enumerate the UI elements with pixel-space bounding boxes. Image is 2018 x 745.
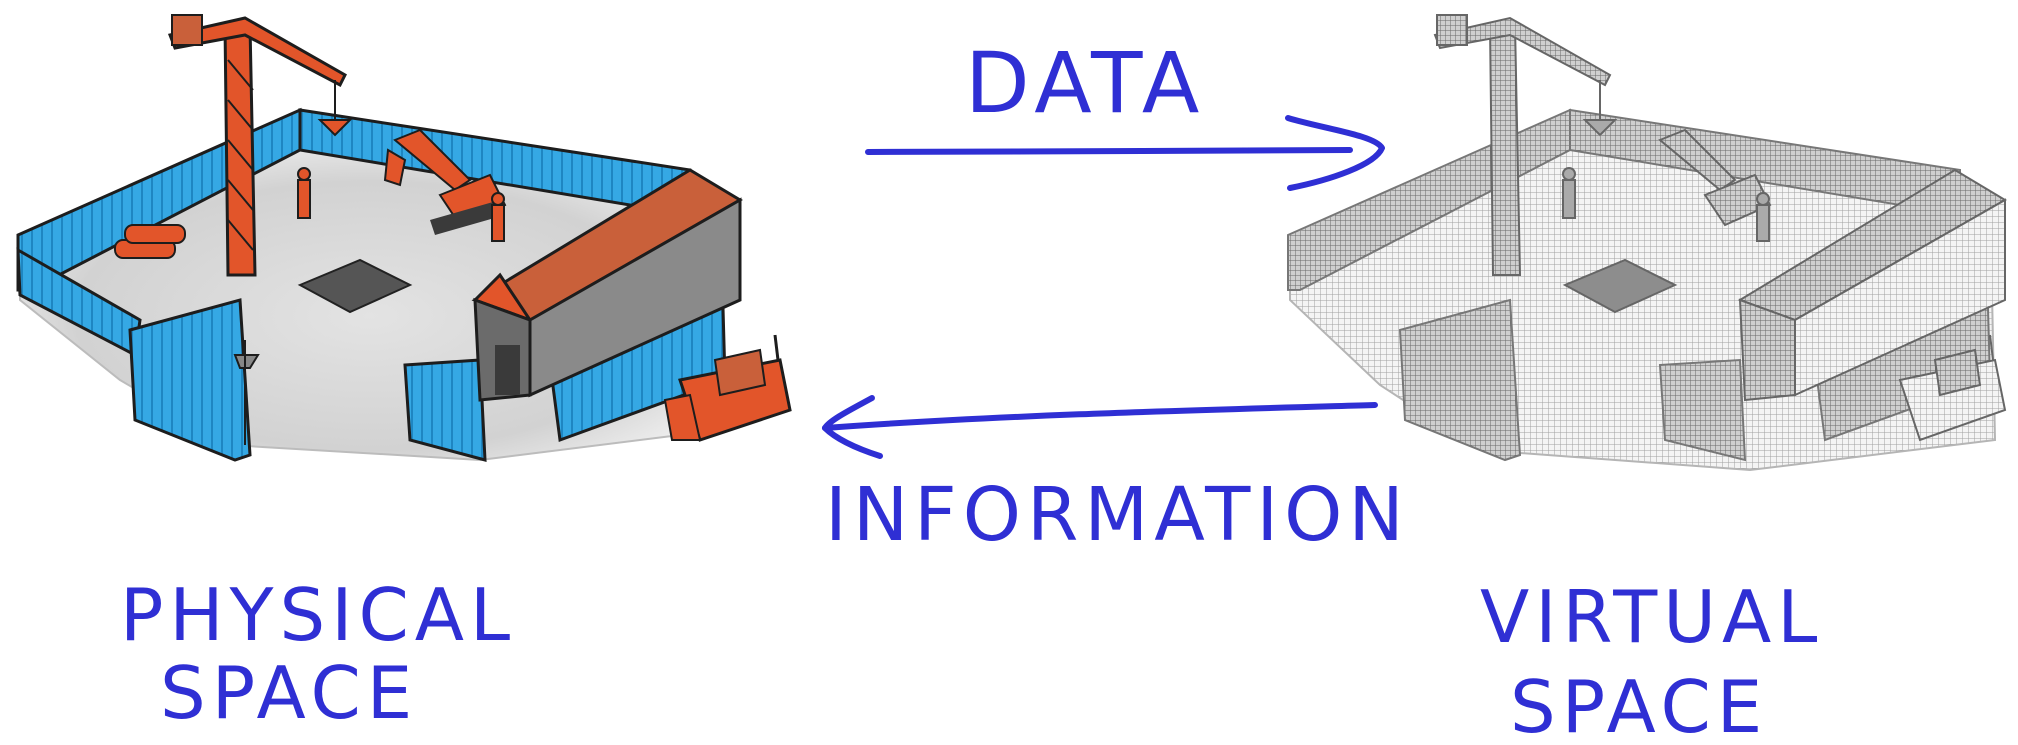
physical-pipes — [114, 224, 186, 259]
physical-site-illustration — [16, 14, 792, 462]
virtual-space-label-line1: VIRTUAL — [1480, 575, 1823, 659]
virtual-fence-front-left — [1398, 298, 1522, 462]
virtual-fence-front-right — [1658, 358, 1747, 462]
physical-fence-front-left — [128, 298, 252, 462]
physical-workers — [297, 167, 505, 242]
physical-space-label-line1: PHYSICAL — [120, 573, 516, 657]
virtual-space-label-line2: SPACE — [1510, 665, 1768, 745]
data-arrow — [865, 115, 1385, 191]
physical-shed — [471, 168, 743, 402]
physical-pit — [297, 258, 413, 314]
physical-bulldozer — [663, 334, 792, 442]
virtual-tower-crane — [1433, 14, 1618, 276]
virtual-excavator — [1658, 128, 1772, 227]
information-arrow — [822, 395, 1378, 459]
virtual-pit — [1562, 258, 1678, 314]
physical-lamp — [233, 340, 260, 445]
virtual-shed — [1737, 168, 2007, 402]
physical-tower-crane — [167, 14, 353, 277]
information-label: INFORMATION — [825, 472, 1410, 558]
data-label: DATA — [965, 34, 1205, 132]
virtual-site-illustration — [1287, 14, 2007, 472]
virtual-workers — [1562, 167, 1770, 242]
physical-excavator — [383, 128, 507, 235]
physical-fence-front-right — [403, 358, 487, 462]
physical-space-label-line2: SPACE — [160, 651, 418, 735]
virtual-bulldozer — [1898, 334, 2007, 442]
